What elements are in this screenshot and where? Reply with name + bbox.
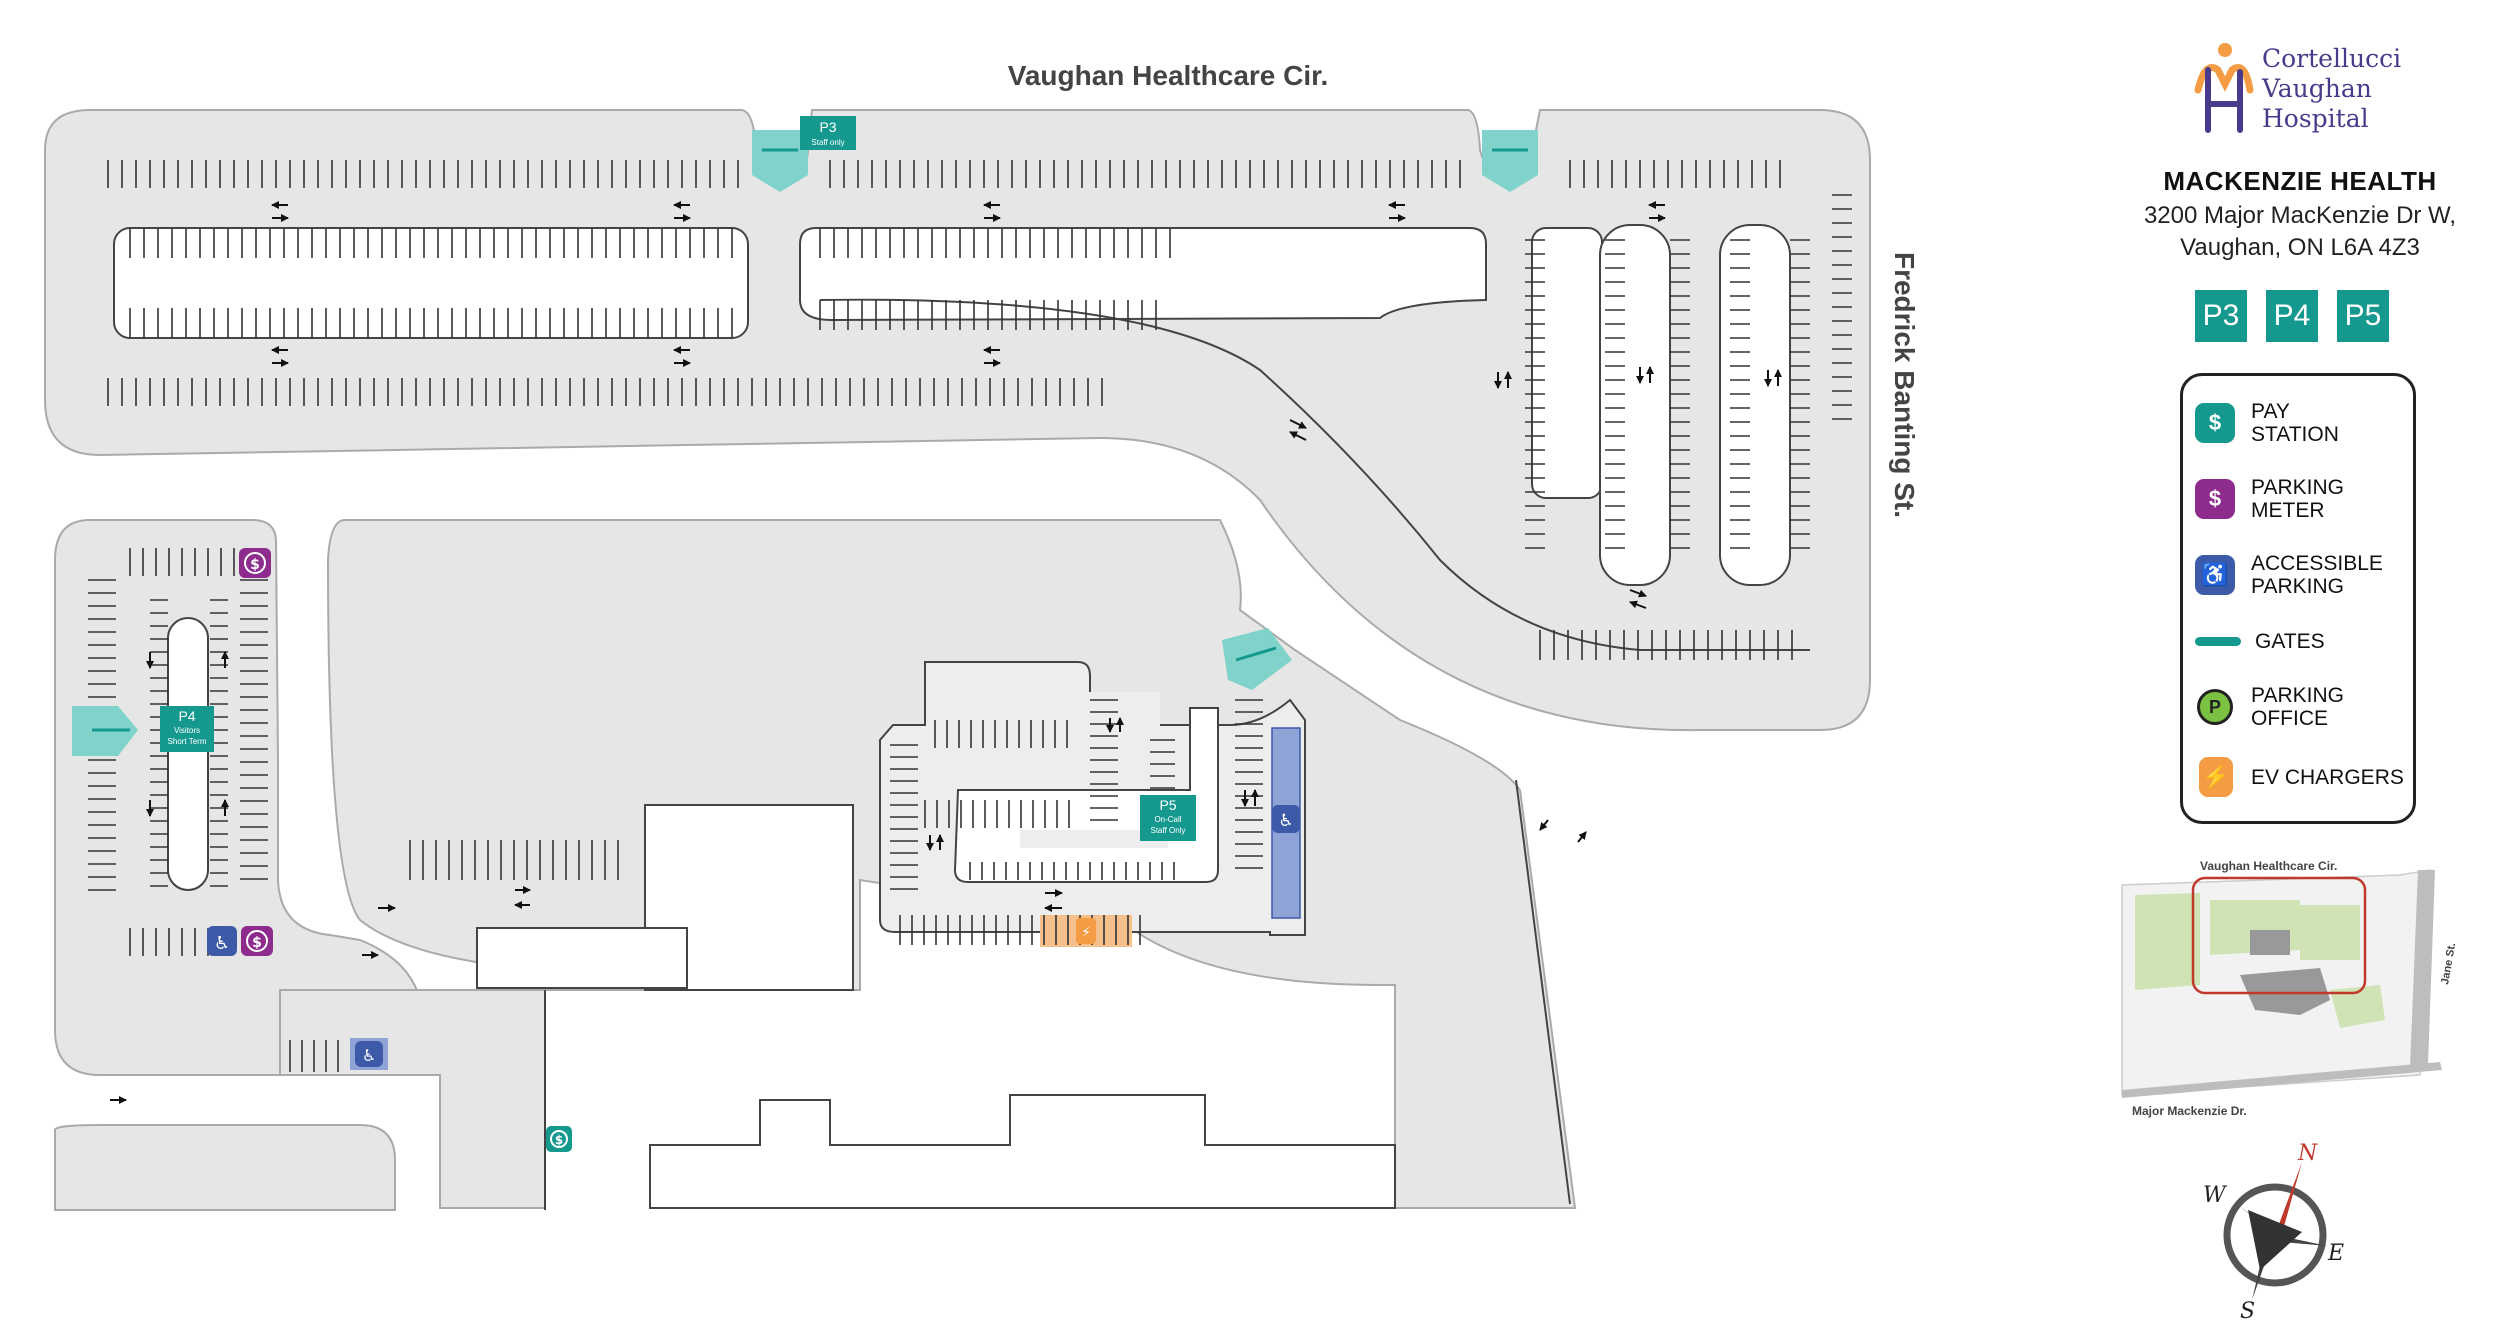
lot-p5-name: P5 [1159, 797, 1176, 813]
compass-e: E [2327, 1241, 2344, 1266]
compass-n: N [2297, 1141, 2318, 1166]
hospital-name-line1: Cortellucci [2262, 44, 2402, 73]
traffic-arrow [1539, 819, 1549, 831]
legend-label-gates: GATES [2255, 629, 2325, 653]
legend-label-pay-station: PAY STATION [2251, 400, 2339, 446]
legend-item-parking-office: P PARKING OFFICE [2195, 682, 2344, 732]
traffic-arrow [1577, 831, 1587, 843]
street-vaughan-healthcare-cir: Vaughan Healthcare Cir. [1008, 60, 1329, 91]
lot-p4-label: P4 Visitors Short Term [160, 706, 214, 752]
organization-name: MACKENZIE HEALTH [2163, 166, 2437, 196]
gate-p5[interactable] [1222, 628, 1292, 690]
lot-badge-p4[interactable]: P4 [2266, 290, 2318, 342]
lot-p3-sub: Staff only [811, 138, 844, 147]
lot-p5-label: P5 On-Call Staff Only [1140, 795, 1196, 841]
traffic-arrow [1289, 419, 1307, 429]
inset-road-right: Jane St. [2439, 942, 2458, 986]
compass-s: S [2240, 1299, 2255, 1324]
svg-text:⚡: ⚡ [1081, 925, 1091, 941]
compass-w: W [2203, 1183, 2228, 1208]
parking-office-icon: P [2197, 689, 2233, 725]
svg-text:♿: ♿ [214, 933, 230, 954]
parking-meter-icon[interactable]: $ [241, 926, 273, 956]
svg-text:$: $ [252, 935, 262, 951]
legend-label-accessible-parking: ACCESSIBLE PARKING [2251, 552, 2383, 598]
svg-text:♿: ♿ [1278, 811, 1293, 831]
lot-badge-p5[interactable]: P5 [2337, 290, 2389, 342]
pay-station-icon: $ [2195, 403, 2235, 443]
ev-charger-icon[interactable]: ⚡ [1076, 918, 1096, 944]
hospital-name-line2: Vaughan [2262, 74, 2372, 103]
address: 3200 Major MacKenzie Dr W, Vaughan, ON L… [2060, 200, 2500, 264]
lot-badge-p3[interactable]: P3 [2195, 290, 2247, 342]
hospital-name: Cortellucci Vaughan Hospital [2262, 44, 2401, 134]
legend-item-parking-meter: $ PARKING METER [2195, 474, 2344, 524]
inset-road-top: Vaughan Healthcare Cir. [2200, 859, 2337, 873]
lot-p4-sub2: Short Term [168, 737, 207, 746]
parking-stalls [88, 160, 1852, 1072]
svg-text:♿: ♿ [362, 1046, 376, 1065]
legend-label-parking-office: PARKING OFFICE [2251, 684, 2344, 730]
legend-label-parking-meter: PARKING METER [2251, 476, 2344, 522]
address-line1: 3200 Major MacKenzie Dr W, [2143, 202, 2457, 229]
ev-charger-icon: ⚡ [2199, 757, 2233, 797]
legend-item-gates: GATES [2195, 616, 2325, 666]
lot-p4-area [54, 519, 442, 1211]
accessible-parking-icon[interactable]: ♿ [1272, 805, 1300, 833]
lot-p5-area [279, 519, 1577, 1210]
gate-p3-east[interactable] [1482, 130, 1538, 192]
lot-p4-sub1: Visitors [174, 726, 200, 735]
gate-p4[interactable] [72, 706, 138, 756]
accessible-parking-icon[interactable]: ♿ [350, 1038, 388, 1070]
hospital-logo-icon [2194, 43, 2254, 133]
svg-text:$: $ [250, 557, 260, 573]
traffic-arrow [1289, 431, 1307, 441]
lot-p3-label: P3 Staff only [800, 116, 856, 150]
street-fredrick-banting-st: Fredrick Banting St. [1889, 252, 1920, 518]
lot-p5-sub1: On-Call [1154, 815, 1181, 824]
legend-item-ev-chargers: ⚡ EV CHARGERS [2195, 752, 2404, 802]
gate-p3-west[interactable] [752, 130, 808, 192]
traffic-arrow [1629, 589, 1647, 598]
compass-rose-icon: N W E S [2203, 1141, 2344, 1324]
svg-text:$: $ [555, 1133, 563, 1147]
traffic-arrow [1629, 600, 1647, 609]
accessible-parking-icon: ♿ [2195, 555, 2235, 595]
address-line2: Vaughan, ON L6A 4Z3 [2180, 234, 2420, 261]
legend-item-pay-station: $ PAY STATION [2195, 398, 2339, 448]
hospital-name-line3: Hospital [2262, 104, 2369, 133]
legend-item-accessible-parking: ♿ ACCESSIBLE PARKING [2195, 550, 2383, 600]
gate-icon [2195, 636, 2241, 646]
accessible-parking-icon[interactable]: ♿ [207, 926, 237, 956]
legend-label-ev-chargers: EV CHARGERS [2251, 765, 2404, 789]
lot-p3-name: P3 [819, 119, 836, 135]
pay-station-icon[interactable]: $ [546, 1126, 572, 1152]
parking-meter-icon[interactable]: $ [239, 548, 271, 578]
inset-road-bottom: Major Mackenzie Dr. [2132, 1104, 2247, 1118]
inset-map: Vaughan Healthcare Cir. Jane St. Major M… [2121, 859, 2458, 1118]
lot-p3-area [44, 109, 1871, 732]
lot-p5-sub2: Staff Only [1151, 826, 1186, 835]
lot-p4-name: P4 [178, 708, 195, 724]
map-legend: $ PAY STATION $ PARKING METER ♿ ACCESSIB… [2180, 373, 2416, 824]
parking-meter-icon: $ [2195, 479, 2235, 519]
